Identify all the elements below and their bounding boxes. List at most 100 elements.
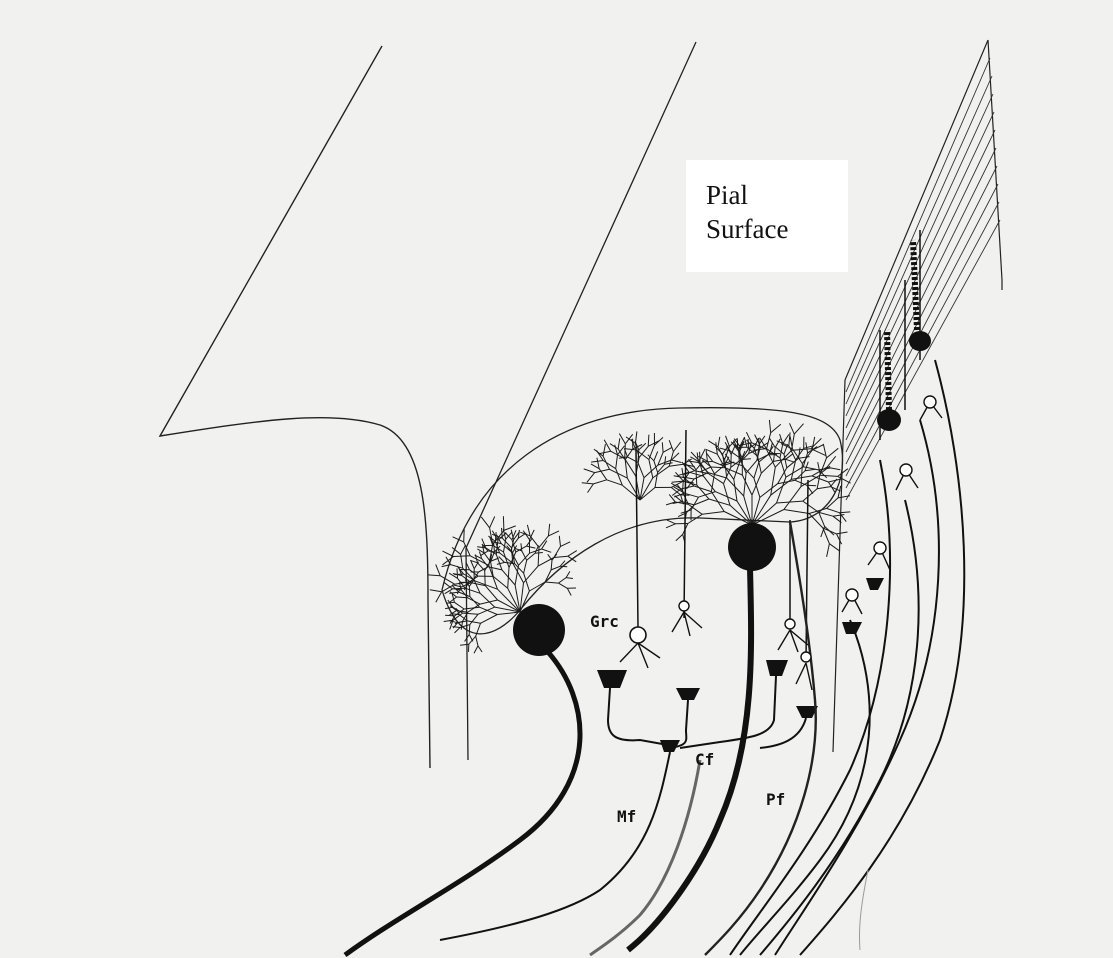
dendrite-branch [521, 543, 522, 551]
dendrite-branch [833, 515, 844, 517]
dendrite-branch [654, 451, 658, 460]
dendrite-branch [480, 593, 495, 607]
dendrite-branch [648, 435, 649, 447]
dendrite-branch [428, 575, 440, 576]
dendrite-branch [603, 456, 609, 469]
middle-fold-line [466, 42, 696, 760]
dendrite-branch [655, 437, 664, 445]
dendrite-branch [771, 424, 781, 433]
dendrite-branch [694, 486, 711, 492]
dendrite-branch [724, 484, 731, 506]
dendrite-branch [727, 478, 744, 496]
mossy-rosettes [597, 578, 884, 752]
climbing-fiber [705, 522, 816, 955]
dendrite-branch [610, 444, 618, 449]
pial-label-line1: Pial [706, 178, 788, 212]
dendrite-branch [706, 449, 718, 454]
dendrite-branch [754, 438, 758, 449]
dendrite-branch [527, 546, 536, 548]
dendrite-branch [480, 607, 498, 614]
dendrite-branch [654, 461, 658, 473]
dendrite-branch [464, 529, 465, 542]
dendrite-branch [518, 530, 519, 538]
dendrite-branch [831, 479, 837, 487]
dendrite-branch [450, 606, 456, 611]
label-climbing-fiber: Cf [695, 750, 714, 769]
dendrite-branch [662, 442, 663, 452]
dendrite-branch [734, 463, 740, 479]
dendrite-branch [769, 420, 770, 433]
dendrite-branch [649, 460, 653, 478]
dendrite-branch [436, 592, 442, 603]
dendrite-branch [451, 565, 463, 569]
dendrite-branch [454, 556, 471, 557]
dendrite-branch [545, 582, 558, 583]
dendrite-branch [584, 469, 595, 473]
dendrite-branch [535, 553, 543, 554]
dendrite-branch [663, 448, 672, 453]
dendrite-branch [831, 487, 841, 492]
dendrite-branch [774, 459, 786, 461]
dendrite-branch [582, 483, 594, 484]
dendrite-branch [702, 512, 724, 515]
dendrite-branch [440, 576, 455, 585]
dendrite-branch [478, 646, 482, 652]
dendrite-branch [744, 437, 747, 447]
dendrite-branch [454, 602, 464, 609]
dendrite-branch [838, 486, 841, 498]
dendrite-branch [461, 545, 466, 554]
dendrite-branch [715, 465, 725, 474]
dendrite-branch [760, 484, 778, 498]
dendrite-branch [501, 544, 511, 552]
label-mossy-fiber: Mf [617, 807, 636, 826]
climbing-fiber-gray [590, 760, 700, 955]
dendrite-branch [827, 448, 839, 458]
dendrite-branch [603, 461, 616, 469]
dendrite-branch [476, 636, 478, 646]
dendrite-branch [499, 557, 505, 563]
dendrite-branch [823, 444, 826, 458]
dendrite-branch [754, 462, 759, 478]
dendrite-branch [803, 489, 817, 501]
dendrite-branch [588, 484, 594, 493]
dendrite-branch [481, 517, 489, 528]
dendrite-branch [799, 457, 810, 459]
dendrite-branch [775, 450, 791, 467]
dendrite-branch [478, 607, 495, 614]
dendrite-branch [820, 458, 827, 475]
dendrite-branch [658, 464, 665, 472]
dendrite-branch [803, 501, 819, 512]
dendrite-branch [618, 438, 620, 449]
dendrite-branch [648, 441, 659, 447]
dendrite-branch [542, 549, 552, 552]
dendrite-branch [464, 542, 471, 556]
granule-soma [630, 627, 646, 643]
dendrite-branch [480, 600, 498, 604]
right-dendrite-stacks [887, 240, 917, 410]
dendrite-branch [784, 510, 809, 514]
dendrite-branch [759, 436, 765, 444]
dendrite-branch [711, 467, 725, 468]
dendrite-branch [655, 472, 658, 487]
dendrite-branch [551, 560, 552, 570]
dendrite-branch [665, 456, 666, 464]
dendrite-branch [497, 562, 505, 564]
dendrite-branch [676, 534, 683, 540]
dendrite-branch [504, 526, 516, 531]
dendrite-branch [566, 571, 570, 577]
dendrite-branch [771, 479, 792, 495]
purkinje-soma-left [513, 604, 565, 656]
dendrite-branch [484, 553, 491, 562]
dendrite-branch [718, 437, 720, 447]
dendrite-branch [725, 454, 730, 462]
dendrite-branch [786, 454, 794, 460]
dendrite-branch [545, 570, 551, 582]
dendrite-branch [734, 479, 737, 501]
dendrite-branch [799, 447, 801, 458]
dendrite-branch [474, 646, 478, 653]
dendrite-branch [469, 586, 470, 596]
left-fold-outline [160, 46, 430, 768]
dendrite-branch [443, 551, 454, 556]
